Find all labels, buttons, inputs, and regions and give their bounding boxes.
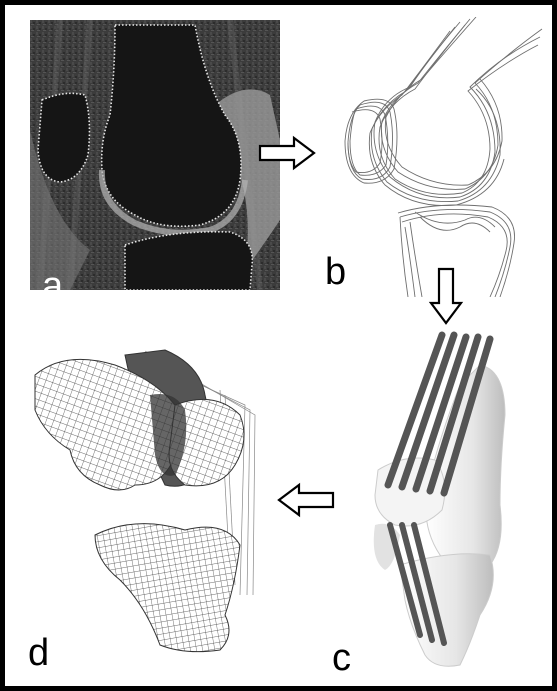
panel-d-mesh-model: d bbox=[25, 335, 280, 665]
mesh-bone-model-image bbox=[25, 335, 280, 665]
panel-label-a: a bbox=[42, 267, 63, 305]
panel-c-solid-model: c bbox=[350, 325, 550, 675]
panel-a-mri-segmentation: a bbox=[30, 20, 280, 290]
mri-slice-image bbox=[30, 20, 280, 290]
panel-b-contours: b bbox=[290, 17, 545, 297]
left-arrow-icon bbox=[277, 482, 337, 518]
solid-bone-model-image bbox=[350, 325, 550, 675]
down-arrow-icon bbox=[428, 267, 464, 327]
panel-label-d: d bbox=[28, 634, 49, 672]
panel-label-c: c bbox=[332, 639, 351, 677]
panel-label-b: b bbox=[325, 253, 346, 291]
